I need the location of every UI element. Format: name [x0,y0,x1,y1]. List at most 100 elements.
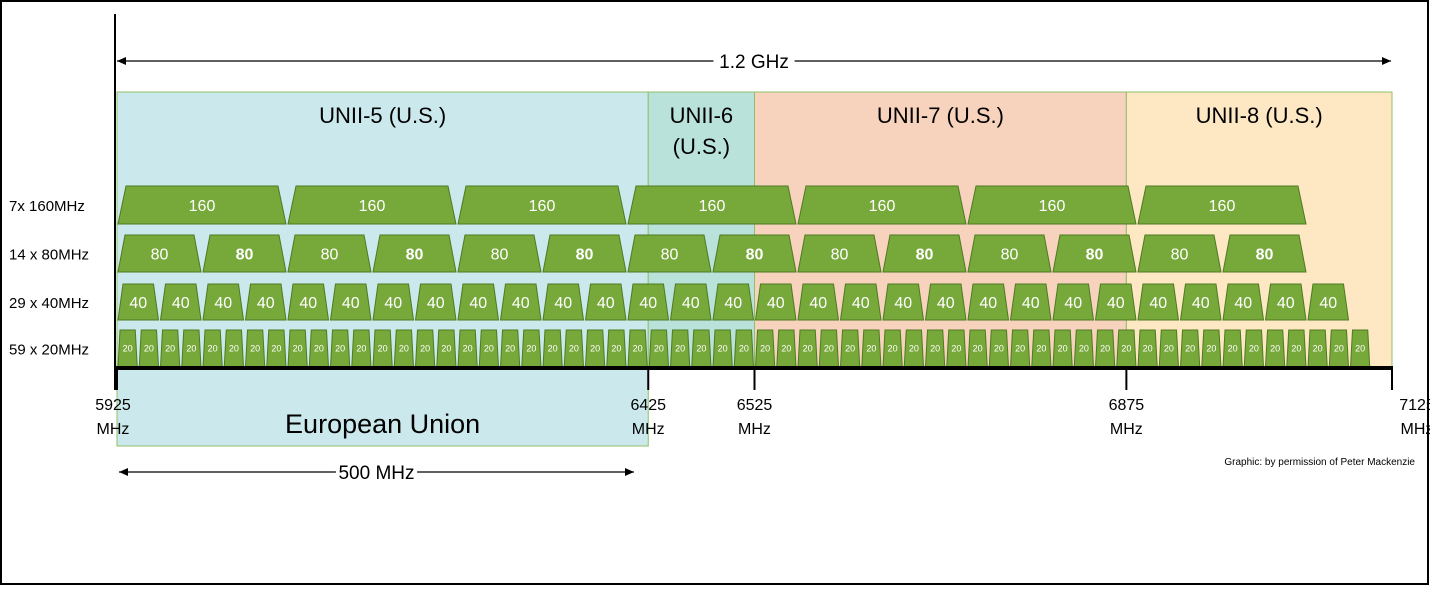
channel-label: 20 [590,344,600,354]
channel-label: 20 [888,344,898,354]
channel-label: 20 [951,344,961,354]
channel-80-mhz [1052,234,1137,273]
channel-label: 80 [236,246,254,263]
channel-40-mhz [839,283,882,321]
channel-label: 80 [831,246,849,263]
channel-label: 40 [894,295,912,312]
channel-label: 160 [359,198,386,215]
channel-label: 20 [420,344,430,354]
channel-label: 40 [597,295,615,312]
channel-label: 40 [724,295,742,312]
channel-40-mhz [414,283,457,321]
channel-label: 40 [979,295,997,312]
channel-label: 20 [505,344,515,354]
channel-label: 40 [1319,295,1337,312]
channel-80-mhz [627,234,712,273]
channel-label: 160 [189,198,216,215]
band-label: UNII-8 (U.S.) [1196,103,1323,128]
frequency-axis: 5925MHz6425MHz6525MHz6875MHz7125MHz [95,14,1430,438]
channel-label: 80 [406,246,424,263]
channel-label: 40 [257,295,275,312]
channel-label: 20 [123,344,133,354]
channel-160-mhz [967,185,1137,225]
channel-label: 20 [718,344,728,354]
tick-label-unit: MHz [1401,421,1430,438]
channel-label: 20 [1249,344,1259,354]
channel-label: 20 [335,344,345,354]
channel-40-mhz [244,283,287,321]
channel-40-mhz [1179,283,1222,321]
channel-40-mhz [924,283,967,321]
channel-40-mhz [712,283,755,321]
channel-40-mhz [1137,283,1180,321]
band-region-2 [647,91,755,369]
channel-40-mhz [372,283,415,321]
channel-label: 20 [824,344,834,354]
eu-span-arrowhead-left [119,468,128,476]
tick-label-unit: MHz [632,421,665,438]
channel-160-mhz [287,185,457,225]
channel-label: 20 [1334,344,1344,354]
channel-160-mhz [457,185,627,225]
channel-label: 80 [746,246,764,263]
eu-span-arrowhead-right [625,468,634,476]
channel-label: 20 [1355,344,1365,354]
channel-80-mhz [372,234,457,273]
total-span-arrowhead-left [117,57,126,65]
band-label: UNII-7 (U.S.) [877,103,1004,128]
channel-label: 20 [696,344,706,354]
channel-label: 20 [866,344,876,354]
channel-label: 20 [633,344,643,354]
row-label: 59 x 20MHz [9,342,89,359]
channel-label: 20 [1228,344,1238,354]
channel-40-mhz [1052,283,1095,321]
band-region-1 [116,91,649,369]
channel-label: 20 [654,344,664,354]
channel-label: 20 [994,344,1004,354]
channel-label: 20 [1206,344,1216,354]
channel-label: 40 [1064,295,1082,312]
channel-label: 80 [1001,246,1019,263]
channel-label: 80 [151,246,169,263]
channel-label: 40 [172,295,190,312]
channel-label: 160 [699,198,726,215]
channel-label: 20 [1079,344,1089,354]
channel-80-mhz [1137,234,1222,273]
eu-region-label: European Union [285,409,480,439]
channel-label: 160 [869,198,896,215]
total-span-label: 1.2 GHz [719,52,789,73]
band-label: UNII-6 [670,103,734,128]
channel-label: 20 [186,344,196,354]
tick-label-value: 6875 [1109,397,1145,414]
channel-label: 40 [342,295,360,312]
channel-40-mhz [159,283,202,321]
row-label: 7x 160MHz [9,198,85,215]
channel-label: 80 [576,246,594,263]
channel-label: 160 [1039,198,1066,215]
channel-40-mhz [1222,283,1265,321]
channel-label: 20 [293,344,303,354]
channel-40-mhz [117,283,160,321]
channel-80-mhz [202,234,287,273]
channel-label: 20 [1121,344,1131,354]
channel-label: 20 [356,344,366,354]
channel-label: 20 [1100,344,1110,354]
channel-label: 20 [271,344,281,354]
channel-label: 20 [803,344,813,354]
channel-label: 20 [399,344,409,354]
channel-40-mhz [329,283,372,321]
channel-80-mhz [797,234,882,273]
tick-label-value: 6425 [630,397,666,414]
channel-label: 20 [1143,344,1153,354]
channel-40-mhz [1009,283,1052,321]
credit-text: Graphic: by permission of Peter Mackenzi… [1224,457,1415,468]
channel-label: 80 [916,246,934,263]
channel-label: 20 [569,344,579,354]
channel-label: 80 [321,246,339,263]
channel-label: 40 [1022,295,1040,312]
channel-80-mhz [542,234,627,273]
channel-label: 40 [512,295,530,312]
channel-label: 20 [781,344,791,354]
